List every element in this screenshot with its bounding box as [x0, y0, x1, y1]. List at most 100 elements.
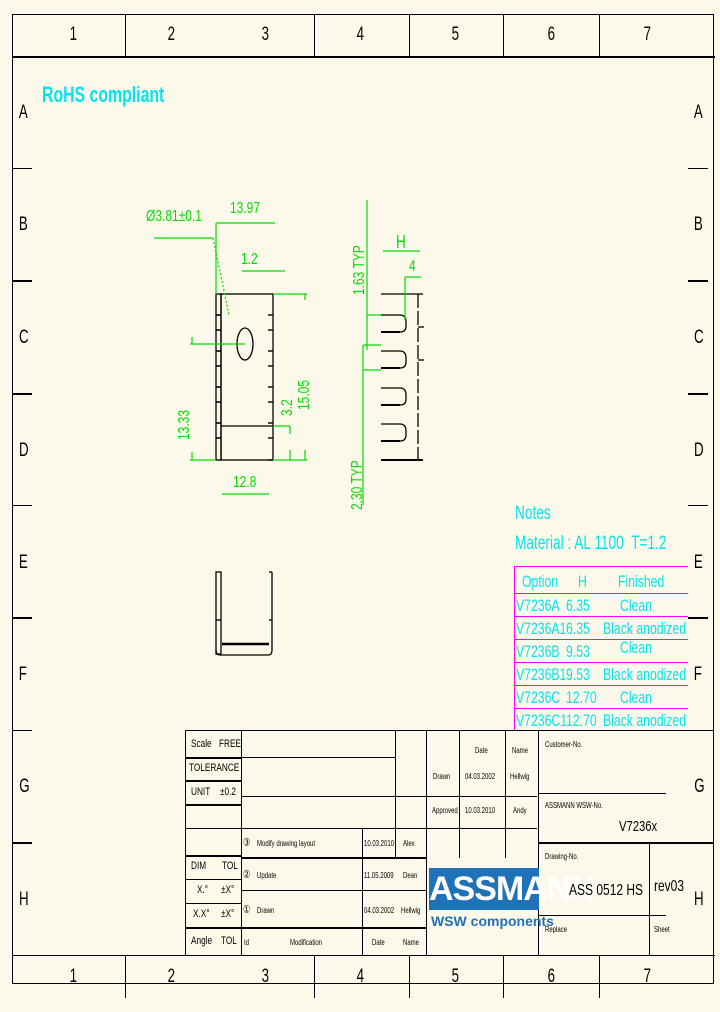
cell-option: V7236C1	[516, 711, 568, 730]
row-label-right: F	[693, 664, 702, 685]
row-label-right: C	[694, 327, 704, 348]
dim-edge: 1.2	[241, 251, 258, 268]
tb-line	[362, 828, 363, 955]
logo-main: ASSMANN	[429, 868, 595, 910]
col-label: 2	[167, 24, 175, 45]
bottom-view	[215, 571, 273, 656]
table-row: V7236B 9.53 Clean	[514, 638, 688, 663]
rev-name: Dean	[403, 871, 418, 880]
zone-tick	[688, 505, 708, 506]
cell-h: 9.53	[566, 665, 590, 684]
rohs-label: RoHS compliant	[42, 82, 165, 107]
row-label-right: G	[694, 776, 705, 797]
table-row: V7236B1 9.53 Black anodized	[514, 663, 688, 686]
angle-label: Angle	[191, 935, 213, 947]
tb-line	[185, 780, 241, 782]
tb-line	[241, 757, 395, 758]
tol-label: TOL	[222, 860, 238, 872]
row-label-left: B	[18, 214, 28, 235]
options-table-border	[514, 566, 515, 730]
row-label-left: A	[18, 102, 28, 123]
dim-pitch-top: 1.63 TYP	[351, 245, 368, 295]
scale-value: FREE	[219, 738, 242, 750]
approved-label: Approved	[432, 806, 458, 815]
row-label-left: D	[19, 440, 29, 461]
approval-header-date: Date	[475, 746, 488, 755]
row-label-left: E	[18, 552, 28, 573]
tb-line	[185, 903, 241, 904]
col-label: 1	[69, 24, 77, 45]
col-label: 1	[69, 966, 77, 987]
table-row: V7236C 12.70 Clean	[514, 686, 688, 709]
rev-header-id: Id	[244, 938, 250, 947]
dim-height-right: 15.05	[296, 379, 313, 410]
tb-line	[185, 927, 426, 929]
col-label: 3	[261, 24, 269, 45]
tb-line	[241, 796, 537, 797]
scale-label: Scale	[191, 738, 212, 750]
rev-id: ②	[243, 869, 251, 881]
drawing-no-label: Drawing-No.	[545, 852, 579, 861]
notes-title: Notes	[515, 503, 551, 524]
col-label: 5	[451, 24, 459, 45]
dim-hole-diameter: Ø3.81±0.1	[146, 208, 202, 225]
angle-tol: TOL	[221, 935, 237, 947]
drawing-frame	[12, 14, 714, 984]
drawn-label: Drawn	[433, 772, 451, 781]
table-row: V7236C1 12.70 Black anodized	[514, 709, 688, 732]
logo-sub: WSW components	[431, 913, 554, 929]
row-label-left: C	[19, 327, 29, 348]
tb-line	[241, 730, 242, 955]
rev-date: 04.03.2002	[364, 906, 395, 915]
rev-date: 11.05.2009	[364, 871, 394, 880]
approved-name: Andy	[513, 806, 527, 815]
dim-pitch-bottom: 2.30 TYP	[349, 460, 366, 510]
col-label: 4	[356, 966, 364, 987]
cell-finished: Black anodized	[603, 619, 687, 638]
row-label-right: A	[693, 102, 703, 123]
zone-tick	[12, 280, 32, 282]
cell-option: V7236B	[516, 642, 560, 661]
header-finished: Finished	[618, 572, 665, 591]
rev-name: Hellwig	[401, 906, 421, 915]
col-label: 2	[167, 966, 175, 987]
rev-name: Alex	[403, 839, 415, 848]
assmann-logo: ASSMANN WSW components	[429, 868, 595, 936]
tb-line	[426, 730, 427, 955]
tb-line	[241, 857, 426, 859]
tolerance-label: TOLERANCE	[189, 762, 240, 774]
options-table: Option H Finished V7236A 6.35 Clean V723…	[514, 566, 688, 732]
tb-line	[538, 915, 666, 916]
replace-label: Replace	[545, 925, 568, 934]
tb-line	[185, 730, 186, 955]
rev-text: Modify drawing layout	[257, 839, 316, 848]
assmann-no: V7236x	[619, 818, 658, 835]
cell-h: 6.35	[566, 596, 590, 615]
tb-line	[185, 804, 241, 806]
cell-finished: Clean	[620, 688, 652, 707]
sheet-label: Sheet	[654, 925, 670, 934]
header-h: H	[578, 572, 587, 591]
cell-option: V7236C	[516, 688, 561, 707]
assmann-no-label: ASSMANN WSW-No.	[545, 801, 603, 810]
cell-option: V7236A1	[516, 619, 567, 638]
zone-tick	[12, 168, 32, 169]
zone-tick	[688, 280, 708, 282]
xx-tol: ±X°	[221, 908, 235, 920]
tb-line	[538, 793, 666, 794]
rev-id: ①	[243, 904, 251, 916]
dim-bottom-width: 12.8	[233, 474, 257, 491]
row-label-right: E	[693, 552, 703, 573]
col-label: 6	[547, 966, 555, 987]
approved-date: 10.03.2010	[465, 806, 496, 815]
drawing-no: ASS 0512 HS	[569, 882, 644, 899]
col-label: 4	[356, 24, 364, 45]
unit-label: UNIT	[191, 786, 211, 798]
tb-line	[538, 842, 714, 844]
col-label: 7	[643, 966, 651, 987]
zone-tick	[12, 393, 32, 395]
side-view	[381, 293, 424, 461]
dim-thickness: 4	[409, 258, 416, 275]
